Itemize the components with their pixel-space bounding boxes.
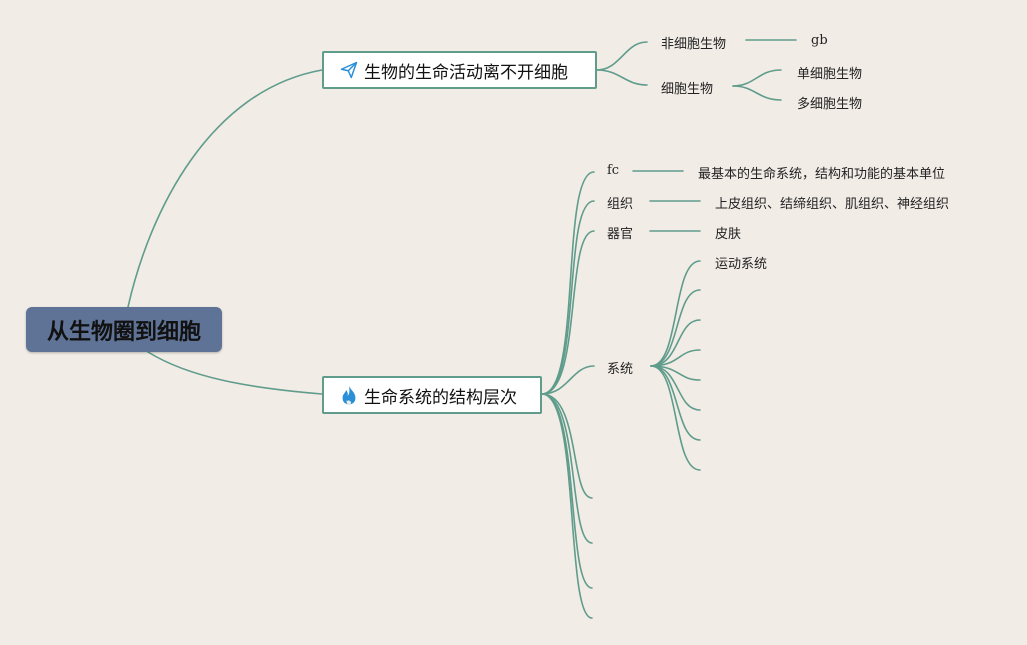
branch-topic-structure-levels[interactable]: 生命系统的结构层次	[322, 376, 542, 414]
connector-b2-empty-1	[541, 393, 593, 499]
connector-system-sub-2	[650, 289, 701, 367]
topic-level-fc[interactable]: fc	[607, 163, 620, 178]
topic-level-tissue-desc[interactable]: 上皮组织、结缔组织、肌组织、神经组织	[715, 197, 950, 212]
connector-root-branch2	[147, 351, 323, 395]
connector-system-sub-8	[650, 365, 701, 471]
connector-system-sub-7	[650, 365, 701, 441]
topic-level-fc-desc[interactable]: 最基本的生命系统，结构和功能的基本单位	[698, 167, 946, 182]
connector-system-sub-6	[650, 365, 701, 411]
branch-topic-cells-essential[interactable]: 生物的生命活动离不开细胞	[322, 51, 597, 89]
connector-cell-single	[732, 69, 782, 87]
topic-level-tissue[interactable]: 组织	[607, 197, 634, 212]
connector-b1-noncell	[596, 41, 648, 71]
topic-non-cellular-organism[interactable]: 非细胞生物	[661, 37, 727, 52]
branch-topic-label: 生命系统的结构层次	[364, 387, 517, 408]
topic-multicellular-organism[interactable]: 多细胞生物	[797, 97, 863, 112]
connector-system-sub-3	[650, 319, 701, 367]
connector-b2-tissue	[541, 200, 595, 395]
topic-level-organ[interactable]: 器官	[607, 227, 634, 242]
connector-b2-fc	[541, 171, 595, 395]
topic-cellular-organism[interactable]: 细胞生物	[661, 82, 714, 97]
connector-b2-system	[541, 365, 595, 395]
root-topic[interactable]: 从生物圈到细胞	[26, 307, 222, 352]
topic-unicellular-organism[interactable]: 单细胞生物	[797, 67, 863, 82]
connector-system-sub-1	[650, 260, 701, 367]
branch-topic-label: 生物的生命活动离不开细胞	[364, 62, 568, 83]
paper-plane-icon	[340, 61, 358, 79]
connector-b2-empty-4	[541, 393, 593, 619]
connector-root-branch1	[127, 69, 323, 308]
topic-level-system[interactable]: 系统	[607, 362, 634, 377]
fire-icon	[342, 385, 356, 405]
connector-b2-organ	[541, 230, 595, 395]
connector-b1-cell	[596, 69, 648, 86]
topic-level-system-sub[interactable]: 运动系统	[715, 257, 768, 272]
topic-gb[interactable]: gb	[811, 33, 828, 48]
connector-cell-multi	[732, 85, 782, 101]
topic-level-organ-desc[interactable]: 皮肤	[715, 227, 742, 242]
connector-b2-empty-2	[541, 393, 593, 544]
root-topic-label: 从生物圈到细胞	[46, 319, 201, 345]
